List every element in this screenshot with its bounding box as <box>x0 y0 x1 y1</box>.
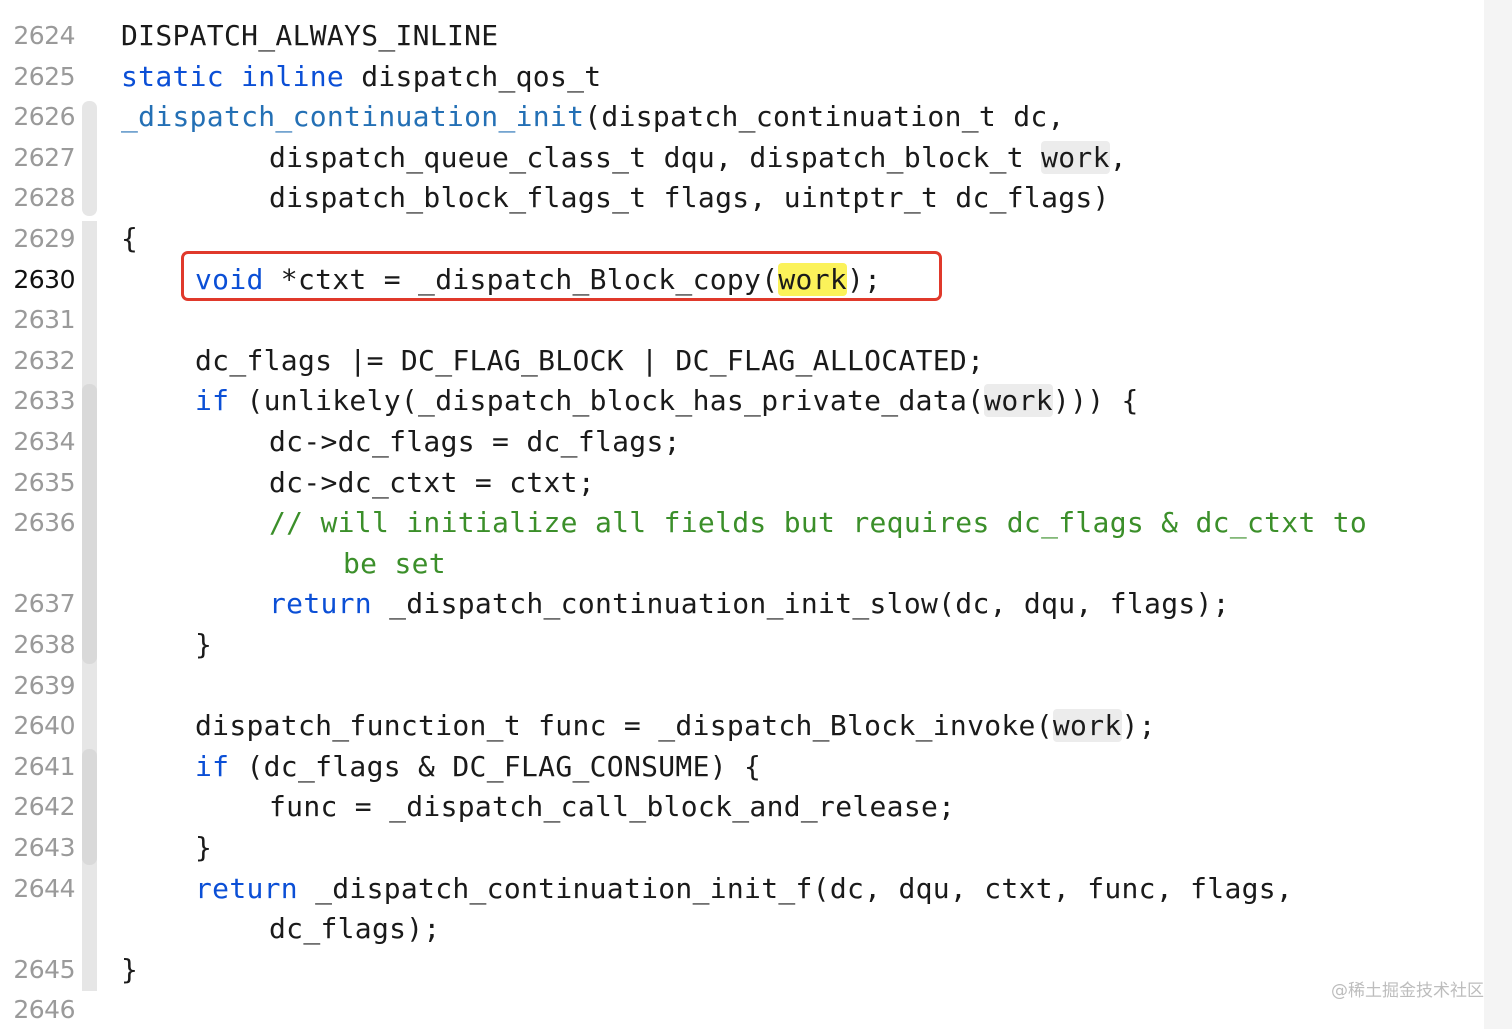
code-line[interactable]: dc->dc_flags = dc_flags; <box>269 422 681 462</box>
line-number: 2642 <box>13 792 75 822</box>
highlighted-symbol-token: work <box>1041 140 1110 174</box>
code-line[interactable]: void *ctxt = _dispatch_Block_copy(work); <box>195 260 881 300</box>
line-number: 2633 <box>13 386 75 416</box>
fold-ribbon-if-block[interactable] <box>82 384 97 664</box>
line-number: 2627 <box>13 142 75 172</box>
code-token: } <box>121 952 139 986</box>
keyword-token: if <box>195 384 230 418</box>
line-number: 2644 <box>13 873 75 903</box>
code-token: dc->dc_ctxt = ctxt; <box>269 465 595 499</box>
code-token: (dispatch_continuation_t dc, <box>584 100 1065 134</box>
comment-token: // will initialize all fields but requir… <box>269 506 1368 540</box>
code-line[interactable]: dispatch_block_flags_t flags, uintptr_t … <box>269 178 1110 218</box>
keyword-token: void <box>195 262 264 296</box>
code-token: _dispatch_continuation_init_f(dc, dqu, c… <box>297 871 1294 905</box>
line-number: 2639 <box>13 670 75 700</box>
code-token: ); <box>1121 709 1156 743</box>
code-token: *ctxt = _dispatch_Block_copy( <box>263 262 779 296</box>
code-token: { <box>121 222 139 255</box>
code-token: (dc_flags & DC_FLAG_CONSUME) { <box>229 749 762 783</box>
fold-ribbon-signature[interactable] <box>82 101 97 216</box>
code-token: dc->dc_flags = dc_flags; <box>269 425 681 458</box>
code-line[interactable]: return _dispatch_continuation_init_f(dc,… <box>195 869 1293 909</box>
code-token: ))) { <box>1052 384 1139 418</box>
code-line[interactable]: func = _dispatch_call_block_and_release; <box>269 787 955 827</box>
code-token: dc_flags); <box>269 912 441 946</box>
line-number: 2625 <box>13 61 75 91</box>
function-name-token: _dispatch_continuation_init <box>121 100 585 134</box>
line-number: 2628 <box>13 183 75 213</box>
line-number: 2646 <box>13 995 75 1025</box>
code-token: ); <box>847 262 882 296</box>
code-token: dispatch_function_t func = _dispatch_Blo… <box>195 709 1053 743</box>
watermark: @稀土掘金技术社区 <box>1331 981 1484 1001</box>
line-number: 2640 <box>13 711 75 741</box>
keyword-token: if <box>195 749 230 783</box>
code-token: dc_flags |= DC_FLAG_BLOCK | DC_FLAG_ALLO… <box>195 343 985 377</box>
editor-right-margin <box>1484 0 1512 1029</box>
highlighted-symbol-token: work <box>778 262 848 296</box>
code-line[interactable]: be set <box>343 544 446 584</box>
code-line[interactable]: } <box>195 625 212 665</box>
line-number: 2641 <box>13 751 75 781</box>
code-line[interactable]: dispatch_queue_class_t dqu, dispatch_blo… <box>269 138 1127 178</box>
code-line[interactable]: dc->dc_ctxt = ctxt; <box>269 463 595 503</box>
line-number: 2626 <box>13 102 75 132</box>
keyword-token: static <box>121 59 224 93</box>
highlighted-symbol-token: work <box>1052 709 1122 743</box>
line-number: 2643 <box>13 833 75 862</box>
line-number <box>0 909 75 949</box>
code-line[interactable]: static inline dispatch_qos_t <box>121 57 601 97</box>
keyword-token: return <box>269 587 372 621</box>
code-line[interactable]: } <box>121 950 138 990</box>
code-line[interactable]: { <box>121 219 138 259</box>
code-line[interactable]: dc_flags |= DC_FLAG_BLOCK | DC_FLAG_ALLO… <box>195 341 984 381</box>
code-line[interactable]: // will initialize all fields but requir… <box>269 503 1367 543</box>
line-number: 2635 <box>13 467 75 497</box>
line-number: 2624 <box>13 21 75 50</box>
line-number: 2631 <box>13 305 75 335</box>
code-line[interactable]: return _dispatch_continuation_init_slow(… <box>269 584 1230 624</box>
code-token: dispatch_qos_t <box>344 59 602 93</box>
line-number: 2638 <box>13 630 75 659</box>
code-line[interactable]: _dispatch_continuation_init(dispatch_con… <box>121 97 1065 137</box>
code-token: } <box>195 628 213 661</box>
code-line[interactable]: dc_flags); <box>269 909 441 949</box>
code-line[interactable]: } <box>195 828 212 868</box>
line-number <box>0 544 75 584</box>
keyword-token: return <box>195 871 298 905</box>
line-number: 2630 <box>13 264 75 294</box>
code-line[interactable]: if (unlikely(_dispatch_block_has_private… <box>195 381 1139 421</box>
code-token: (unlikely(_dispatch_block_has_private_da… <box>229 384 985 418</box>
code-token: dispatch_block_flags_t flags, uintptr_t … <box>269 181 1110 215</box>
fold-ribbon-if-consume[interactable] <box>82 749 97 865</box>
code-line[interactable]: DISPATCH_ALWAYS_INLINE <box>121 16 498 56</box>
line-number: 2632 <box>13 345 75 375</box>
line-number: 2629 <box>13 224 75 253</box>
line-number: 2636 <box>13 508 75 538</box>
code-token: DISPATCH_ALWAYS_INLINE <box>121 19 499 52</box>
highlighted-symbol-token: work <box>984 384 1053 418</box>
highlight-annotation-box <box>181 251 942 301</box>
code-line[interactable]: dispatch_function_t func = _dispatch_Blo… <box>195 706 1156 746</box>
code-token: func = _dispatch_call_block_and_release; <box>269 790 956 824</box>
code-token: dispatch_queue_class_t dqu, dispatch_blo… <box>269 140 1042 174</box>
comment-token: be set <box>343 546 446 580</box>
line-number: 2634 <box>13 427 75 456</box>
keyword-token: inline <box>241 59 345 93</box>
code-line[interactable]: if (dc_flags & DC_FLAG_CONSUME) { <box>195 747 761 787</box>
code-token <box>224 60 241 93</box>
code-token: } <box>195 831 213 864</box>
line-number: 2645 <box>13 954 75 984</box>
code-token: , <box>1109 140 1127 174</box>
line-number: 2637 <box>13 589 75 619</box>
code-token: _dispatch_continuation_init_slow(dc, dqu… <box>371 587 1230 621</box>
